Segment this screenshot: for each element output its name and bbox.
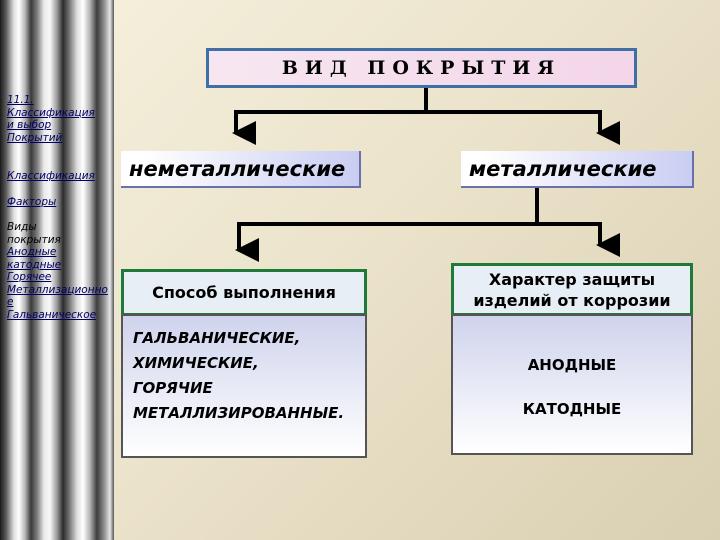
metallic-box: металлические [461,151,694,188]
title-text: ВИД ПОКРЫТИЯ [281,57,562,79]
nav-link[interactable]: 11.1. [7,94,34,106]
nav-link[interactable]: Классификация [7,106,95,119]
nav-link[interactable]: Горячее [7,271,52,283]
cathodic-label: КАТОДНЫЕ [522,400,622,418]
nav-link[interactable]: Анодные [7,246,57,258]
method-header: Способ выполнения [121,269,367,316]
nonmetallic-label: неметаллические [129,156,346,181]
nav-text: покрытия [7,233,61,246]
coating-type-title: ВИД ПОКРЫТИЯ [206,48,637,88]
nav-link[interactable]: Классификация [7,170,95,182]
nav-text: Виды [7,221,37,233]
method-list: ГАЛЬВАНИЧЕСКИЕ, ХИМИЧЕСКИЕ, ГОРЯЧИЕ МЕТА… [121,314,367,458]
method-header-label: Способ выполнения [152,283,336,302]
nav-link[interactable]: Покрытий [7,131,63,144]
method-item: ГАЛЬВАНИЧЕСКИЕ, [133,329,301,347]
protection-header: Характер защиты изделий от коррозии [451,263,693,316]
method-item: ХИМИЧЕСКИЕ, [133,354,259,372]
anodic-label: АНОДНЫЕ [527,356,617,374]
method-item: ГОРЯЧИЕ [133,379,213,397]
method-item: МЕТАЛЛИЗИРОВАННЫЕ. [133,404,345,422]
nonmetallic-box: неметаллические [121,151,361,188]
protection-header-line2: изделий от коррозии [473,290,671,310]
nav-link[interactable]: и выбор [7,119,52,131]
protection-header-line1: Характер защиты [488,269,656,289]
nav-link[interactable]: катодные [7,258,62,271]
nav-link[interactable]: Гальваническое [7,308,97,321]
nav-link[interactable]: Металлизационное [7,283,108,309]
protection-list: АНОДНЫЕ КАТОДНЫЕ [451,314,693,455]
nav-link[interactable]: Факторы [7,195,57,208]
metallic-label: металлические [469,156,657,181]
decorative-sidebar [0,0,114,540]
